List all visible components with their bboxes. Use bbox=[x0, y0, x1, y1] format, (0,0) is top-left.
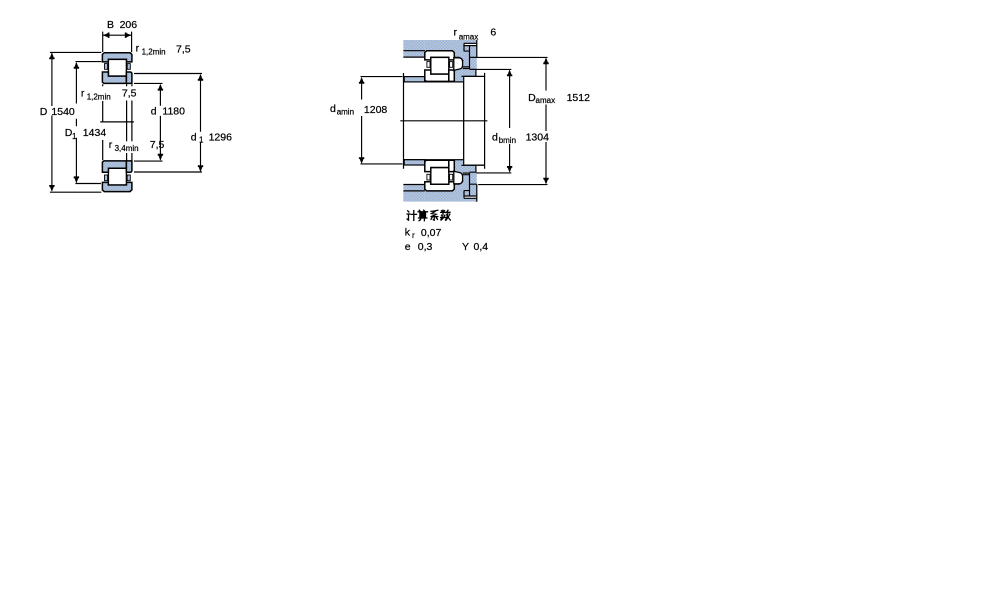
svg-text:r: r bbox=[136, 43, 140, 55]
svg-text:1,2min: 1,2min bbox=[142, 47, 166, 56]
svg-text:D: D bbox=[528, 92, 536, 104]
svg-text:0,4: 0,4 bbox=[474, 241, 489, 253]
svg-text:amax: amax bbox=[459, 32, 479, 41]
svg-text:r: r bbox=[412, 231, 415, 240]
svg-text:1304: 1304 bbox=[526, 132, 550, 144]
svg-text:k: k bbox=[405, 227, 411, 239]
svg-text:Y: Y bbox=[462, 241, 469, 253]
svg-text:0,07: 0,07 bbox=[421, 227, 442, 239]
svg-text:1296: 1296 bbox=[209, 131, 233, 143]
svg-text:1,2min: 1,2min bbox=[87, 92, 111, 101]
svg-text:1512: 1512 bbox=[567, 92, 591, 104]
svg-text:7,5: 7,5 bbox=[176, 44, 191, 56]
svg-text:r: r bbox=[109, 139, 113, 151]
svg-text:206: 206 bbox=[120, 19, 138, 31]
svg-text:1180: 1180 bbox=[162, 106, 185, 118]
svg-text:D: D bbox=[65, 127, 73, 139]
svg-text:7,5: 7,5 bbox=[122, 88, 137, 100]
svg-text:3,4min: 3,4min bbox=[115, 144, 139, 153]
svg-text:d: d bbox=[330, 103, 336, 115]
svg-text:bmin: bmin bbox=[499, 136, 516, 145]
svg-text:0,3: 0,3 bbox=[418, 241, 433, 253]
svg-text:B: B bbox=[107, 19, 114, 31]
svg-text:1540: 1540 bbox=[51, 106, 75, 118]
svg-text:amin: amin bbox=[337, 107, 354, 116]
svg-text:6: 6 bbox=[490, 27, 496, 39]
svg-text:D: D bbox=[40, 106, 48, 118]
svg-text:d: d bbox=[191, 131, 197, 143]
svg-text:1208: 1208 bbox=[364, 104, 388, 116]
svg-text:1: 1 bbox=[199, 136, 204, 145]
svg-text:1: 1 bbox=[72, 132, 77, 141]
svg-text:7,5: 7,5 bbox=[150, 139, 165, 151]
svg-text:e: e bbox=[405, 241, 411, 253]
svg-text:d: d bbox=[151, 106, 157, 118]
svg-text:d: d bbox=[492, 131, 498, 143]
svg-text:r: r bbox=[454, 27, 458, 39]
svg-text:1434: 1434 bbox=[83, 127, 107, 139]
svg-text:r: r bbox=[81, 88, 85, 100]
svg-text:amax: amax bbox=[536, 96, 556, 105]
